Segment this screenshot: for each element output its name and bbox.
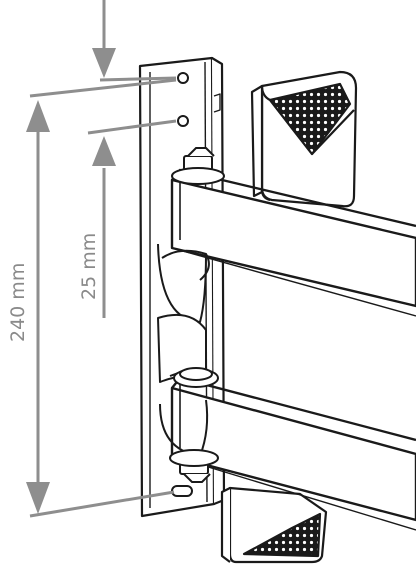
bolt-bottom	[169, 449, 219, 483]
mounting-holes	[171, 72, 193, 497]
dimension-total	[26, 78, 177, 518]
spacing-extension-top	[99, 76, 177, 82]
bolt-top	[171, 147, 225, 185]
bolt-middle	[173, 367, 219, 388]
spacing-arrow-down	[92, 48, 116, 78]
spacing-extension-bottom	[87, 119, 177, 135]
total-extension-top	[29, 78, 177, 98]
total-extension-bottom	[29, 490, 175, 518]
total-arrow-up	[26, 100, 50, 132]
upper-pad	[250, 70, 358, 208]
mounting-slot-bottom	[171, 485, 193, 497]
mounting-hole-top	[177, 72, 189, 84]
lower-arm	[157, 314, 416, 531]
dimension-spacing	[87, 0, 177, 318]
total-arrow-down	[26, 482, 50, 514]
total-label: 240 mm	[7, 263, 29, 342]
spacing-label: 25 mm	[78, 233, 100, 300]
mounting-hole-second	[177, 115, 189, 127]
lower-pad	[220, 486, 328, 564]
spacing-arrow-up	[92, 136, 116, 166]
